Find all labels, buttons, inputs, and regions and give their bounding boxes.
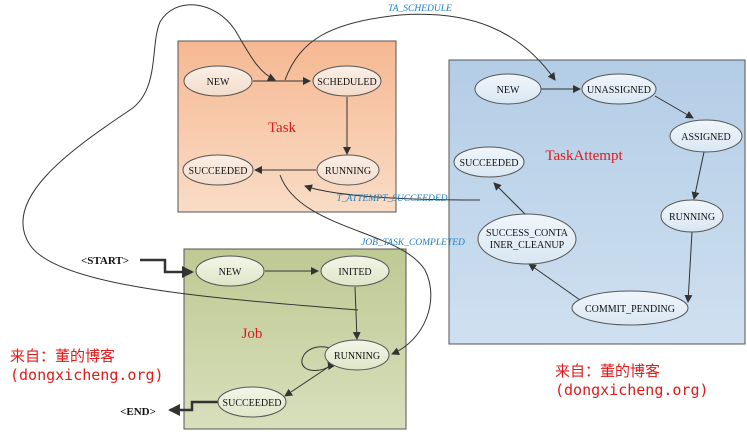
task-title: Task (268, 120, 297, 136)
job-start-terminal: <START> (81, 255, 129, 267)
edge-ta-running-commit (684, 231, 693, 303)
attempt-state-commit-pending (571, 290, 689, 326)
edge-job-running-succeeded (284, 365, 331, 397)
event-job-task-completed: JOB_TASK_COMPLETED (361, 238, 465, 248)
job-end-terminal: <END> (120, 406, 156, 418)
job-state-new (195, 255, 265, 287)
attempt-state-commit-pending-label: COMMIT_PENDING (585, 304, 675, 315)
task-state-scheduled (312, 65, 382, 97)
attempt-state-cleanup-label-1: SUCCESS_CONTA (486, 228, 569, 239)
job-state-succeeded-label: SUCCEEDED (223, 398, 282, 409)
job-title: Job (242, 326, 263, 342)
job-state-inited (320, 255, 390, 287)
task-state-succeeded-label: SUCCEEDED (189, 166, 248, 177)
task-state-new (183, 65, 253, 97)
watermark-left-line2: (dongxicheng.org) (10, 366, 164, 384)
job-state-new-label: NEW (219, 267, 242, 278)
edge-job-start (140, 258, 194, 278)
attempt-state-unassigned (581, 73, 657, 105)
attempt-state-success-container-cleanup (477, 213, 577, 265)
attempt-state-new (474, 73, 542, 105)
job-state-running-label: RUNNING (334, 351, 380, 362)
attempt-state-assigned-label: ASSIGNED (681, 132, 730, 143)
job-state-running (324, 339, 390, 371)
task-attempt-title: TaskAttempt (545, 148, 623, 164)
edge-ta-assigned-running (691, 151, 705, 200)
edge-ta-commit-cleanup (528, 263, 581, 301)
edge-job-schedule-tasks (22, 4, 359, 311)
edge-t-attempt-succeeded (304, 184, 481, 201)
attempt-state-unassigned-label: UNASSIGNED (587, 85, 651, 96)
attempt-state-new-label: NEW (497, 85, 520, 96)
attempt-state-succeeded (453, 146, 525, 178)
task-state-scheduled-label: SCHEDULED (317, 77, 376, 88)
task-state-running (316, 154, 380, 186)
event-t-attempt-succeeded: T_ATTEMPT_SUCCEEDED (336, 194, 447, 204)
event-ta-schedule: TA_SCHEDULE (388, 4, 452, 14)
job-state-succeeded (217, 386, 287, 418)
edge-job-task-completed (279, 174, 432, 355)
attempt-state-assigned (669, 119, 743, 153)
edge-ta-unassigned-assigned (654, 95, 694, 119)
attempt-state-succeeded-label: SUCCEEDED (460, 158, 519, 169)
watermark-right-line2: (dongxicheng.org) (555, 381, 709, 399)
edge-ta-schedule (284, 13, 556, 81)
attempt-state-cleanup-label-2: INER_CLEANUP (490, 240, 565, 251)
job-state-inited-label: INITED (338, 267, 371, 278)
attempt-state-running (660, 199, 724, 233)
watermark-left-line1: 来自：董的博客 (10, 347, 115, 365)
edge-job-end (168, 400, 218, 416)
edge-job-running-self (301, 346, 336, 371)
task-state-succeeded (182, 154, 254, 186)
task-state-running-label: RUNNING (325, 166, 371, 177)
watermark-right-line1: 来自：董的博客 (555, 362, 660, 380)
attempt-state-running-label: RUNNING (669, 212, 715, 223)
task-state-new-label: NEW (207, 77, 230, 88)
edge-job-inited-running (352, 286, 361, 340)
edge-ta-cleanup-succeeded (493, 182, 526, 215)
